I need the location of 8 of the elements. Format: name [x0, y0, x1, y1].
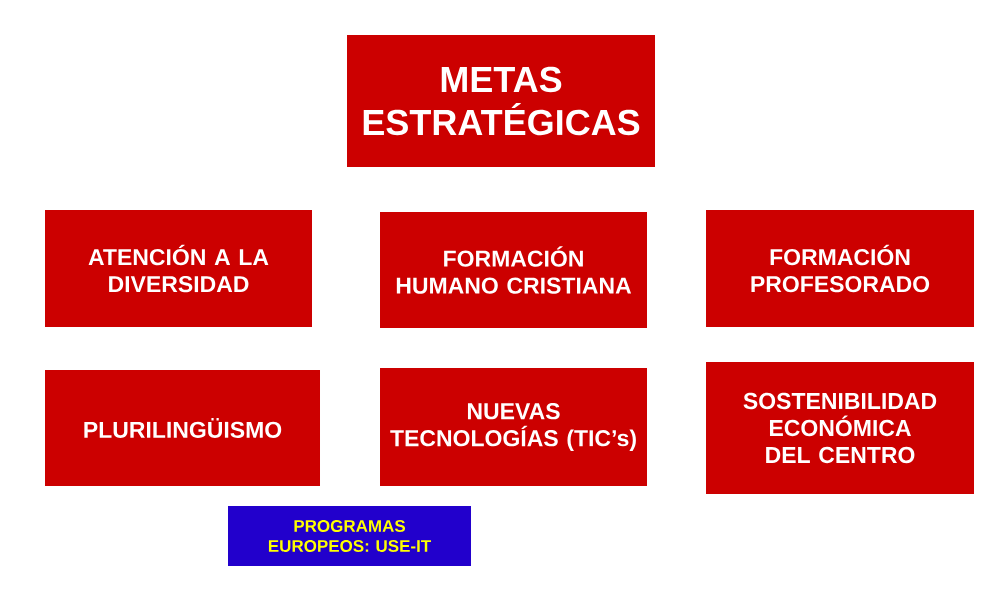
- program-box: PROGRAMAS EUROPEOS: USE-IT: [228, 506, 471, 566]
- goal-box: PLURILINGÜISMO: [45, 370, 320, 486]
- title-box: METAS ESTRATÉGICAS: [347, 35, 655, 167]
- goal-box: FORMACIÓN HUMANO CRISTIANA: [380, 212, 647, 328]
- goal-box: NUEVAS TECNOLOGÍAS (TIC’s): [380, 368, 647, 486]
- goal-box: ATENCIÓN A LA DIVERSIDAD: [45, 210, 312, 327]
- goal-box: FORMACIÓN PROFESORADO: [706, 210, 974, 327]
- goal-box: SOSTENIBILIDAD ECONÓMICA DEL CENTRO: [706, 362, 974, 494]
